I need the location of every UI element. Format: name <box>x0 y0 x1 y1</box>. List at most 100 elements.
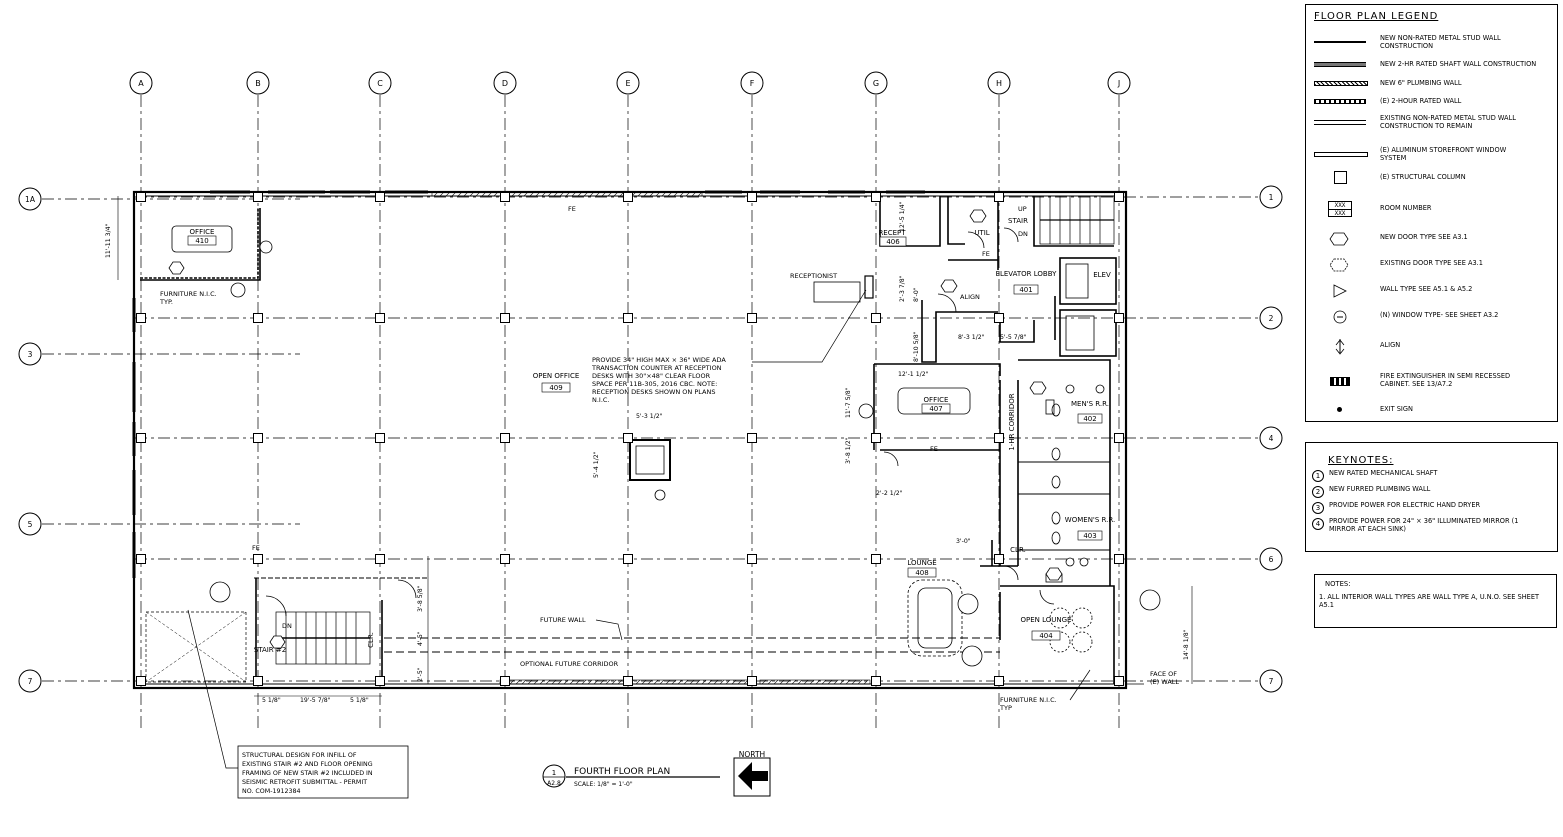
structural-column <box>747 676 757 686</box>
dim-4: 8'-0" <box>913 287 920 302</box>
room-name-mens-rr: MEN'S R.R. <box>1071 400 1109 408</box>
structural-column <box>747 313 757 323</box>
structural-column <box>1114 676 1124 686</box>
grid-bubble-F <box>740 71 764 95</box>
ada-note-line-3: DESKS WITH 30"×48" CLEAR FLOOR <box>592 372 711 380</box>
dim-1: 11'-11 3/4" <box>105 223 112 258</box>
room-labels: OFFICE 410 RECEPT 406 ELEVATOR LOBBY 401… <box>187 217 1115 654</box>
legend-row: WALL TYPE SEE A5.1 & A5.2 <box>1314 283 1551 298</box>
structural-column <box>1114 554 1124 564</box>
keynote-text: PROVIDE POWER FOR ELECTRIC HAND DRYER <box>1329 501 1481 509</box>
room-number-401: 401 <box>1019 286 1032 294</box>
structural-column <box>136 554 146 564</box>
structural-column <box>747 554 757 564</box>
grid-label-1: 1 <box>1269 193 1274 202</box>
structural-column <box>500 192 510 202</box>
room-name-elevator-lobby: ELEVATOR LOBBY <box>996 270 1058 278</box>
ada-note-line-1: PROVIDE 34" HIGH MAX × 36" WIDE ADA <box>592 356 726 364</box>
room-number-406: 406 <box>886 238 900 246</box>
restroom-fixtures <box>1045 399 1063 583</box>
stair-1-treads <box>1039 195 1115 245</box>
structural-note-1: STRUCTURAL DESIGN FOR INFILL OF <box>242 752 357 759</box>
grid-bubble-5 <box>18 512 42 536</box>
grid-label-D: D <box>502 79 508 88</box>
north-label: NORTH <box>739 750 765 759</box>
legend-row: (E) ALUMINUM STOREFRONT WINDOW SYSTEM <box>1314 146 1551 162</box>
structural-column <box>375 313 385 323</box>
keynote-number: 1 <box>1312 470 1324 482</box>
future-wall-label: FUTURE WALL <box>540 616 586 624</box>
structural-column <box>500 313 510 323</box>
dim-10: 3'-8 1/2" <box>845 437 852 464</box>
legend-text: FIRE EXTINGUISHER IN SEMI RECESSED CABIN… <box>1380 372 1511 388</box>
structural-column <box>994 676 1004 686</box>
structural-column <box>994 313 1004 323</box>
structural-column <box>1114 433 1124 443</box>
structural-column <box>871 676 881 686</box>
grid-bubble-C <box>368 71 392 95</box>
grid-label-B: B <box>255 79 261 88</box>
legend-row: EXISTING NON-RATED METAL STUD WALL CONST… <box>1314 114 1551 130</box>
grid-label-C: C <box>377 79 383 88</box>
keynote-text: NEW RATED MECHANICAL SHAFT <box>1329 469 1438 477</box>
structural-column <box>500 676 510 686</box>
room-number-403: 403 <box>1083 532 1096 540</box>
ada-note-line-6: N.I.C. <box>592 396 610 404</box>
legend-text: (E) ALUMINUM STOREFRONT WINDOW SYSTEM <box>1380 146 1507 162</box>
structural-note-5: NO. COM-1912384 <box>242 788 301 795</box>
furniture <box>171 225 1093 657</box>
dim-6: 8'-3 1/2" <box>958 334 985 341</box>
structural-column <box>136 313 146 323</box>
dim-3: 2'-3 7/8" <box>899 275 906 302</box>
structural-column <box>136 192 146 202</box>
room-name-office-410: OFFICE <box>190 228 215 236</box>
structural-column <box>623 554 633 564</box>
grid-lines <box>42 95 1259 730</box>
keynote-item: 1 NEW RATED MECHANICAL SHAFT <box>1312 469 1557 482</box>
notes-panel: NOTES: 1. ALL INTERIOR WALL TYPES ARE WA… <box>1314 574 1557 628</box>
structural-column <box>871 192 881 202</box>
door-swings <box>265 227 1055 617</box>
drawing-title-text: FOURTH FLOOR PLAN <box>574 767 670 777</box>
dim-2: 12'-5 1/4" <box>899 201 906 232</box>
legend-row: (E) 2-HOUR RATED WALL <box>1314 95 1551 109</box>
legend-text: ALIGN <box>1380 341 1401 350</box>
room-name-stair: STAIR <box>1008 217 1028 225</box>
room-name-open-office: OPEN OFFICE <box>533 372 580 380</box>
dim-13: 5'-4 1/2" <box>593 451 600 478</box>
legend-text: (E) STRUCTURAL COLUMN <box>1380 173 1466 182</box>
dim-11: 2'-2 1/2" <box>876 490 903 497</box>
legend-row: NEW 6" PLUMBING WALL <box>1314 77 1551 91</box>
notes-text: 1. ALL INTERIOR WALL TYPES ARE WALL TYPE… <box>1319 593 1540 609</box>
legend-text: EXISTING DOOR TYPE SEE A3.1 <box>1380 259 1483 268</box>
structural-column <box>375 433 385 443</box>
fe-label-2: FE <box>930 445 938 453</box>
drawing-scale: SCALE: 1/8" = 1'-0" <box>574 781 633 788</box>
grid-label-5: 5 <box>28 520 33 529</box>
structural-note-2: EXISTING STAIR #2 AND FLOOR OPENING <box>242 761 373 768</box>
dim-20: 4'-5" <box>417 631 424 646</box>
grid-bubble-A <box>129 71 153 95</box>
dim-16: 19'-5 7/8" <box>300 697 331 704</box>
legend-row: EXISTING DOOR TYPE SEE A3.1 <box>1314 257 1551 272</box>
structural-column <box>871 554 881 564</box>
grid-label-1A: 1A <box>25 195 36 204</box>
grid-bubble-E <box>616 71 640 95</box>
structural-column <box>747 433 757 443</box>
grid-bubble-1A <box>18 187 42 211</box>
drawing-sheet: A2.8 <box>547 780 561 787</box>
fe-label-3: FE <box>252 544 260 552</box>
room-number-410: 410 <box>195 237 208 245</box>
structural-column <box>375 192 385 202</box>
legend-row: NEW DOOR TYPE SEE A3.1 <box>1314 231 1551 246</box>
structural-column <box>623 433 633 443</box>
grid-label-A: A <box>138 79 144 88</box>
grid-bubble-B <box>246 71 270 95</box>
structural-column <box>253 313 263 323</box>
structural-column <box>1114 192 1124 202</box>
ada-note-line-5: RECEPTION DESKS SHOWN ON PLANS <box>592 388 715 396</box>
legend-text: WALL TYPE SEE A5.1 & A5.2 <box>1380 285 1473 294</box>
dn-label-stair-2: DN <box>282 622 292 630</box>
optional-corridor-label: OPTIONAL FUTURE CORRIDOR <box>520 660 619 668</box>
